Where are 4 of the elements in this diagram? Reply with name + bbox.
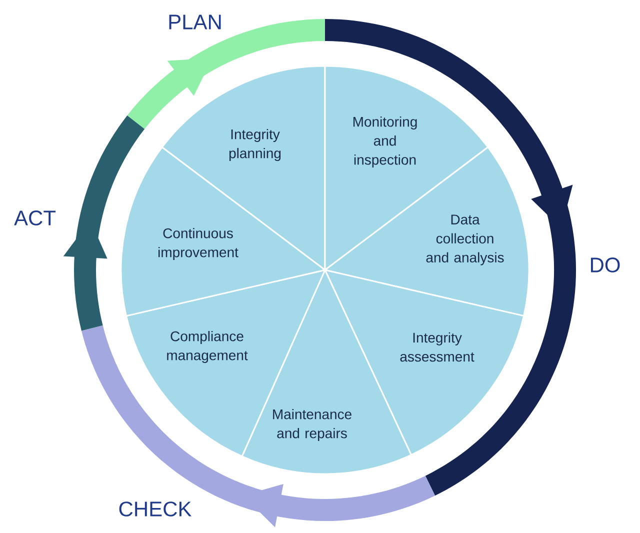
phase-label: DO [590, 258, 620, 272]
phase-label: CHECK [119, 502, 192, 516]
phase-label: PLAN [169, 14, 221, 30]
phase-label: ACT [14, 210, 56, 226]
